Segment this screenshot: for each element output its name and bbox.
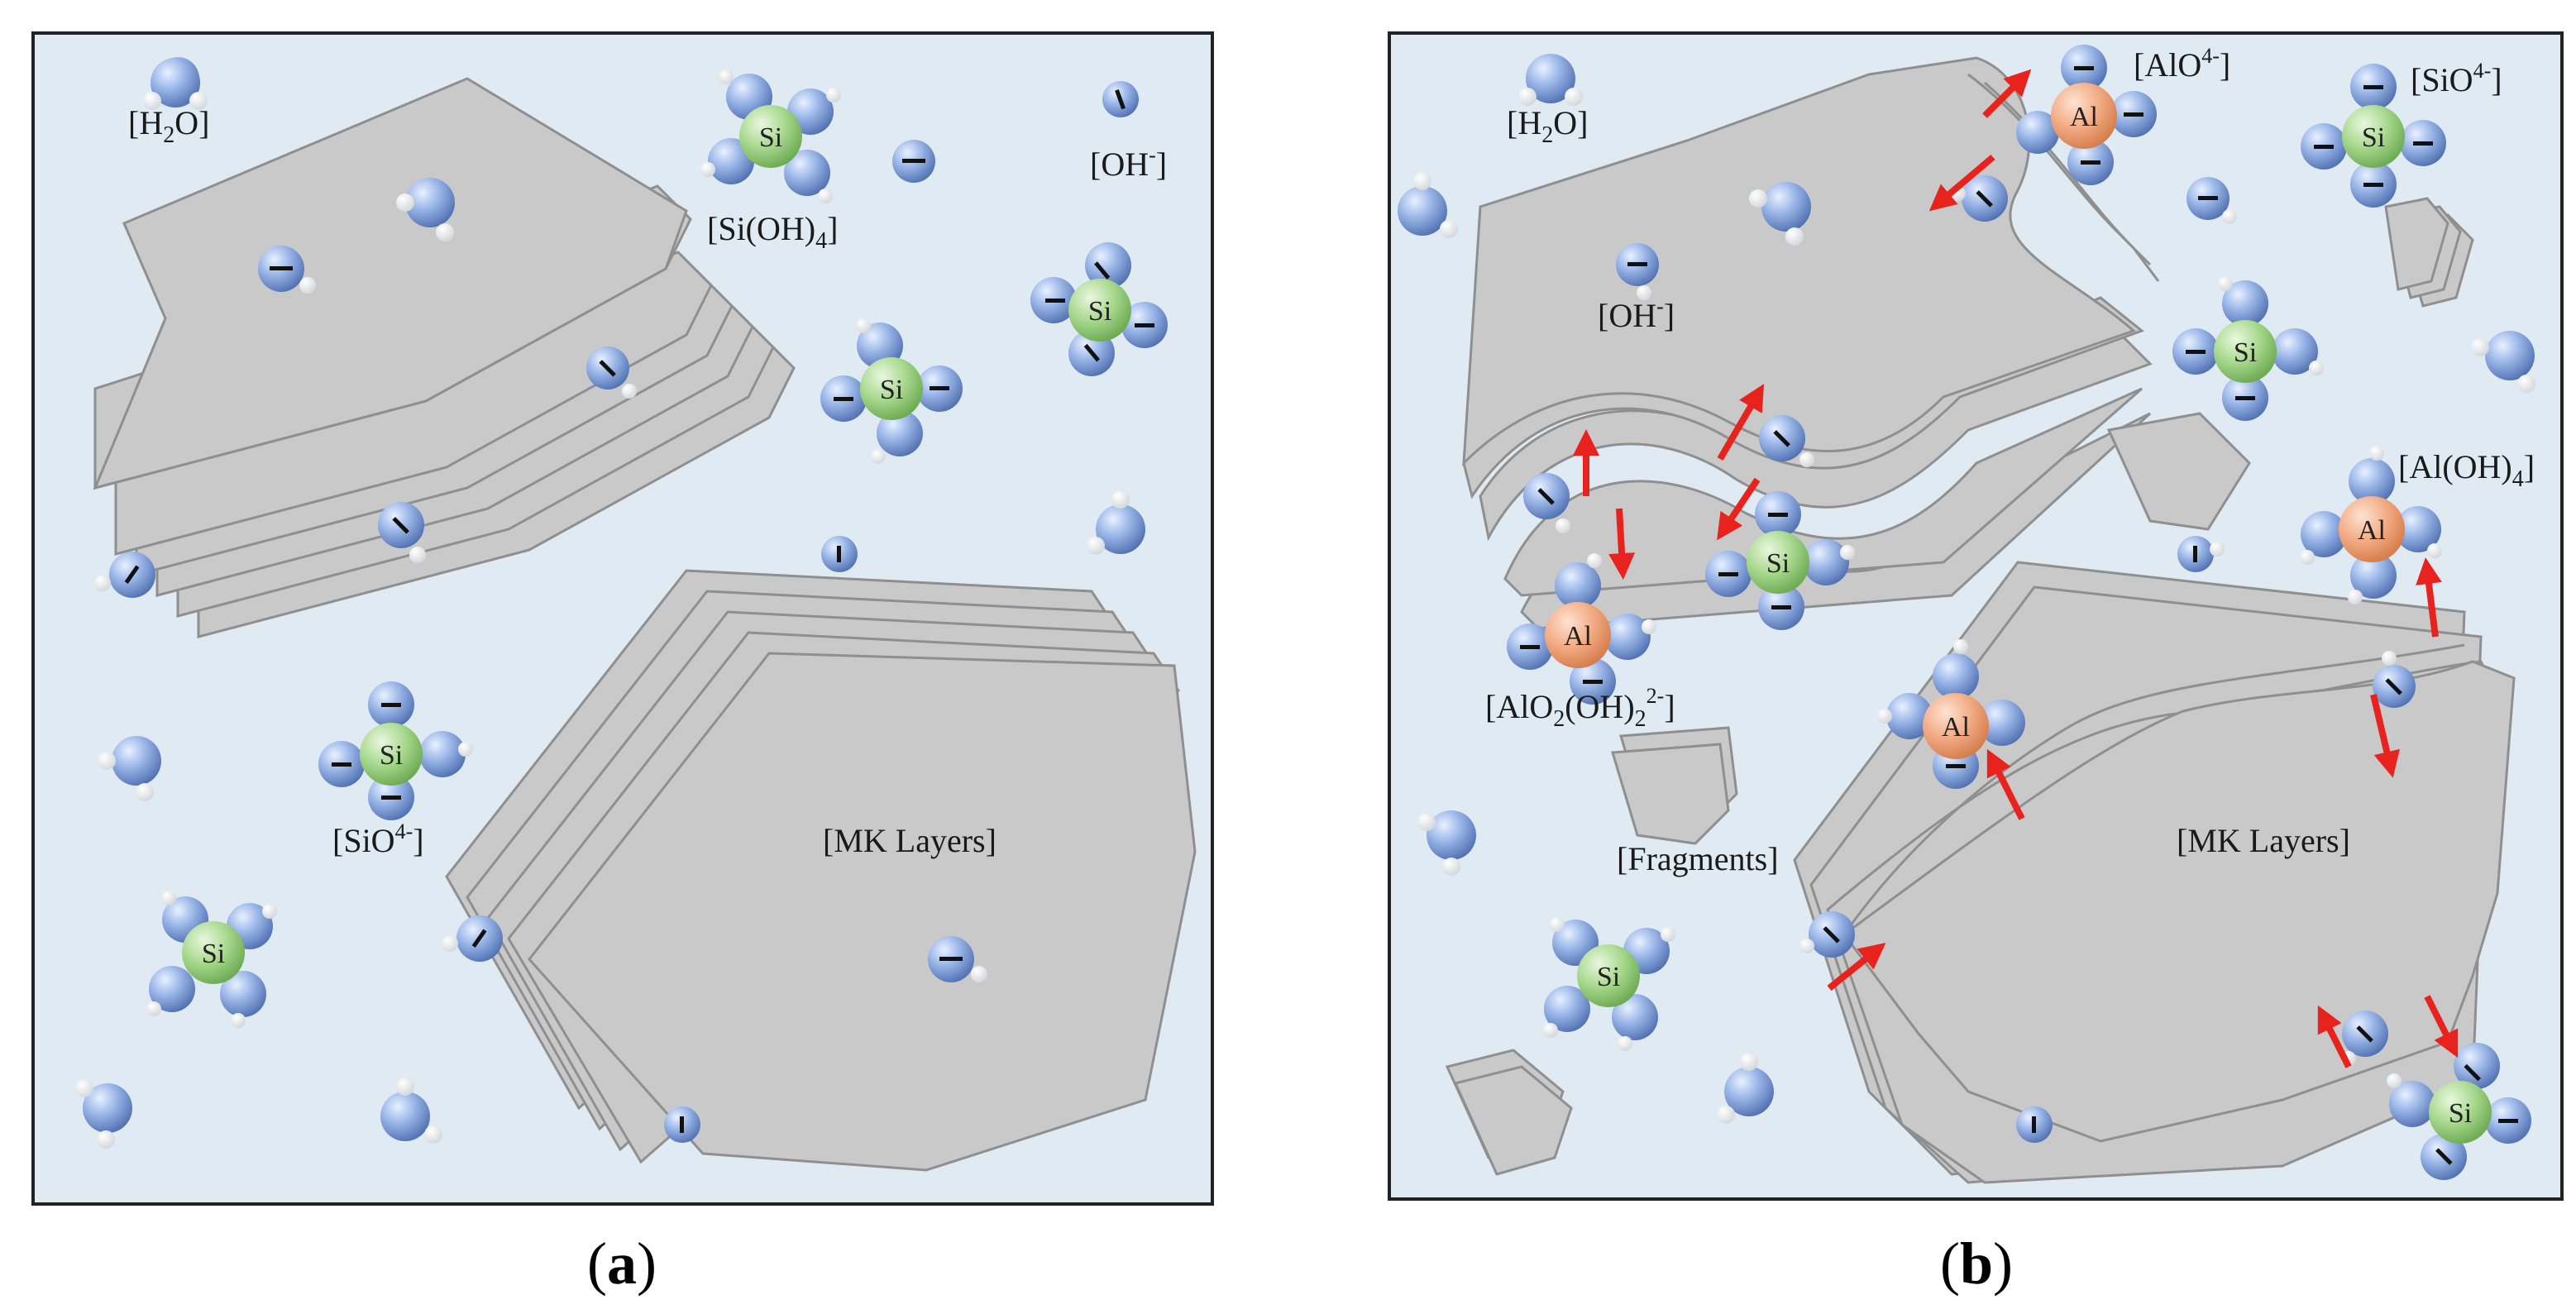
- hydroxide-ions-a: [94, 57, 1139, 1143]
- label-aluminium-hydroxide-b: [Al(OH)4]: [2398, 448, 2535, 492]
- al-label: Al: [1942, 712, 1970, 743]
- reaction-arrows: [1573, 69, 2459, 1068]
- panel-b: Si Si Si: [1388, 31, 2564, 1297]
- label-aluminate-dihydroxide-b: [AlO2(OH)22-]: [1485, 684, 1675, 732]
- hydroxide-ions-b: [1523, 175, 2416, 1143]
- panel-a: Si Si Si: [31, 31, 1214, 1297]
- si-label: Si: [880, 375, 903, 405]
- si-label: Si: [1597, 962, 1620, 992]
- label-silicic-acid-a: [Si(OH)4]: [707, 210, 838, 254]
- mk-layer-stack-upper: [93, 77, 796, 638]
- mk-layer-stack-lower: [445, 569, 1197, 1172]
- al-label: Al: [2070, 102, 2098, 132]
- si-label: Si: [1088, 296, 1111, 327]
- si-label: Si: [2362, 122, 2385, 153]
- fragments: [1445, 197, 2474, 1176]
- silicate-units-b: Si Si Si: [1543, 64, 2531, 1180]
- label-silicate-b: [SiO4-]: [2411, 59, 2502, 98]
- si-label: Si: [202, 939, 225, 969]
- si-label: Si: [759, 122, 782, 153]
- label-hydroxide-a: [OH-]: [1090, 143, 1167, 183]
- label-mk-layers-a: [MK Layers]: [823, 822, 996, 859]
- al-label: Al: [1564, 621, 1592, 652]
- si-label: Si: [2234, 337, 2257, 368]
- label-fragments-b: [Fragments]: [1617, 840, 1779, 877]
- label-mk-layers-b: [MK Layers]: [2177, 822, 2350, 859]
- al-label: Al: [2358, 515, 2386, 546]
- label-water-b: [H2O]: [1507, 104, 1588, 148]
- water-molecules-b: [1398, 54, 2535, 1124]
- mk-layer-lower-top: [528, 652, 1197, 1172]
- aluminate-units-b: Al Al Al: [1507, 45, 2442, 789]
- mk-layer-top: [93, 77, 688, 490]
- label-silicate-a: [SiO4-]: [332, 819, 424, 859]
- si-label: Si: [380, 740, 403, 771]
- si-label: Si: [2449, 1098, 2472, 1129]
- si-label: Si: [1766, 548, 1790, 579]
- label-hydroxide-b: [OH-]: [1598, 294, 1675, 334]
- water-molecules-a: [75, 58, 1145, 1149]
- label-aluminate-b: [AlO4-]: [2134, 44, 2230, 84]
- label-water-a: [H2O]: [128, 104, 209, 148]
- panel-a-caption: (a): [587, 1230, 657, 1297]
- silicate-units-a: Si Si Si: [146, 69, 1168, 1028]
- panel-b-caption: (b): [1940, 1230, 2013, 1297]
